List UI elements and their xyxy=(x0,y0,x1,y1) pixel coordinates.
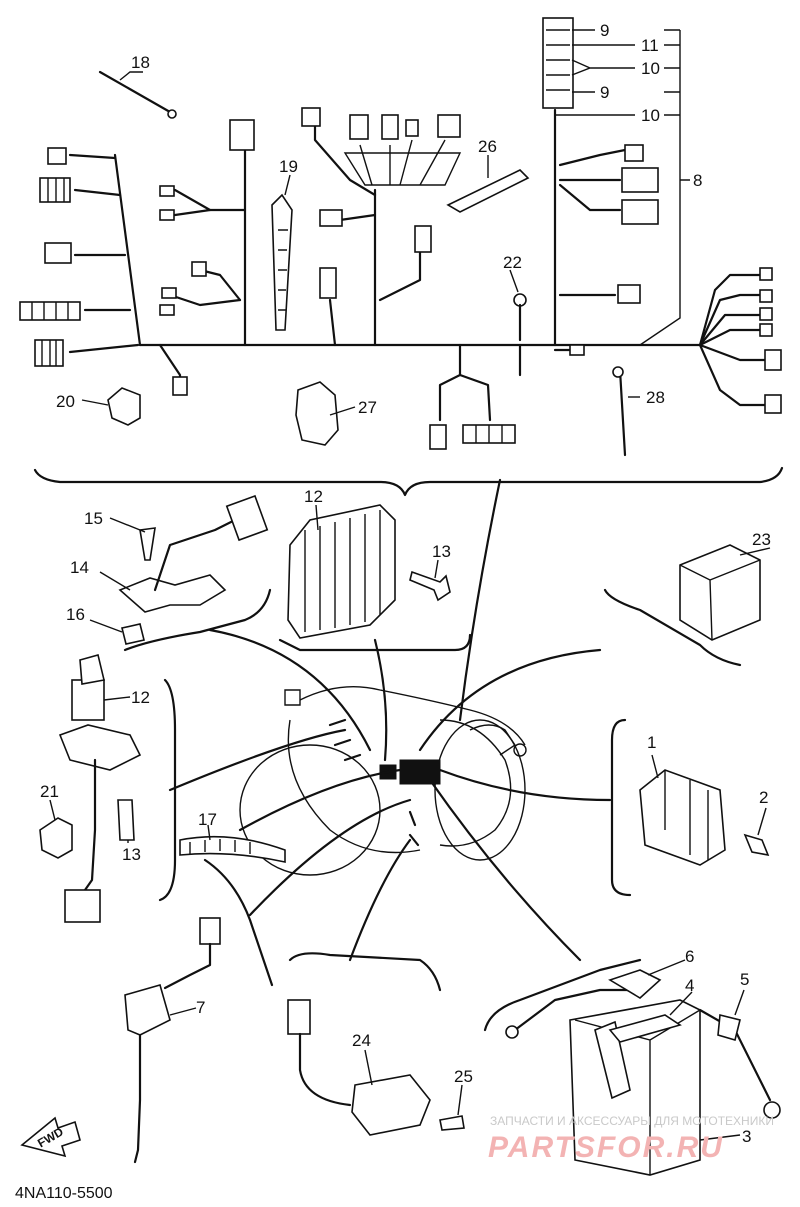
leader-lines xyxy=(168,478,612,962)
callout-14: 12 xyxy=(131,688,150,707)
callout-15: 13 xyxy=(122,845,141,864)
rectifier-regulator-12 xyxy=(287,504,396,639)
callout-10-top: 10 xyxy=(641,59,660,78)
harness-connectors xyxy=(19,17,782,450)
bolt-15 xyxy=(117,799,135,841)
callout-16: 14 xyxy=(70,558,89,577)
bracket-28 xyxy=(446,169,530,213)
callout-17: 15 xyxy=(84,509,103,528)
screw-27 xyxy=(439,1115,465,1131)
bolt-2 xyxy=(743,833,770,857)
wire-harness xyxy=(68,30,767,422)
watermark: ЗАПЧАСТИ И АКСЕССУАРЫ ДЛЯ МОТОТЕХНИКИ PA… xyxy=(488,1114,774,1164)
grommet-18 xyxy=(121,623,145,645)
callout-9-top: 9 xyxy=(600,21,609,40)
callout-19: 17 xyxy=(198,810,217,829)
callout-9-lower: 9 xyxy=(600,83,609,102)
callout-3: 3 xyxy=(742,1127,751,1146)
callout-29: 27 xyxy=(358,398,377,417)
callout-28: 26 xyxy=(478,137,497,156)
callout-23: 21 xyxy=(40,782,59,801)
callout-30: 28 xyxy=(646,388,665,407)
group-brace xyxy=(33,466,784,497)
callout-8: 8 xyxy=(693,171,702,190)
callout-26: 24 xyxy=(352,1031,371,1050)
callout-18: 16 xyxy=(66,605,85,624)
battery-3 xyxy=(569,999,701,1176)
callout-22: 20 xyxy=(56,392,75,411)
callout-20: 18 xyxy=(131,53,150,72)
watermark-tagline: ЗАПЧАСТИ И АКСЕССУАРЫ ДЛЯ МОТОТЕХНИКИ xyxy=(490,1114,774,1128)
switch-7 xyxy=(124,917,221,1164)
relay-25 xyxy=(679,544,761,641)
holder-29 xyxy=(295,381,339,446)
callout-4: 4 xyxy=(685,976,694,995)
callout-24: 22 xyxy=(503,253,522,272)
sensor-assembly-16 xyxy=(118,494,269,645)
callout-10-lower: 10 xyxy=(641,106,660,125)
forward-arrow-icon: FWD xyxy=(20,1116,81,1158)
panel-braces xyxy=(123,588,742,1032)
clamp-23 xyxy=(39,817,73,859)
screw-17 xyxy=(139,527,156,561)
clamp-22 xyxy=(107,387,141,426)
cable-tie-20 xyxy=(98,70,172,114)
cable-6 xyxy=(505,969,662,1039)
callout-12: 12 xyxy=(304,487,323,506)
motorcycle-outline xyxy=(239,686,527,876)
callout-5: 5 xyxy=(740,970,749,989)
callout-27: 25 xyxy=(454,1067,473,1086)
bolt-13 xyxy=(409,570,451,602)
band-19 xyxy=(179,835,286,863)
callout-6: 6 xyxy=(685,947,694,966)
callout-7: 7 xyxy=(196,998,205,1017)
sensor-26 xyxy=(287,999,431,1136)
cable-5 xyxy=(698,1008,781,1119)
callout-21: 19 xyxy=(279,157,298,176)
battery-band-4 xyxy=(608,1014,682,1043)
main-switch-14 xyxy=(58,654,142,923)
callout-13: 13 xyxy=(432,542,451,561)
diagram-code: 4NA110-5500 xyxy=(15,1185,113,1202)
callout-2: 2 xyxy=(759,788,768,807)
watermark-brand: PARTSFOR.RU xyxy=(488,1131,724,1164)
callout-1: 1 xyxy=(647,733,656,752)
harness-accessories xyxy=(98,70,627,457)
cable-tie-30 xyxy=(618,368,627,457)
callout-leaders xyxy=(49,29,771,1141)
ignition-coil-1 xyxy=(639,769,726,866)
callout-11: 11 xyxy=(641,36,659,55)
callout-numbers: 18 19 26 22 20 27 28 9 11 10 9 10 8 12 1… xyxy=(40,21,771,1146)
cable-band-21 xyxy=(271,193,293,331)
callout-25: 23 xyxy=(752,530,771,549)
